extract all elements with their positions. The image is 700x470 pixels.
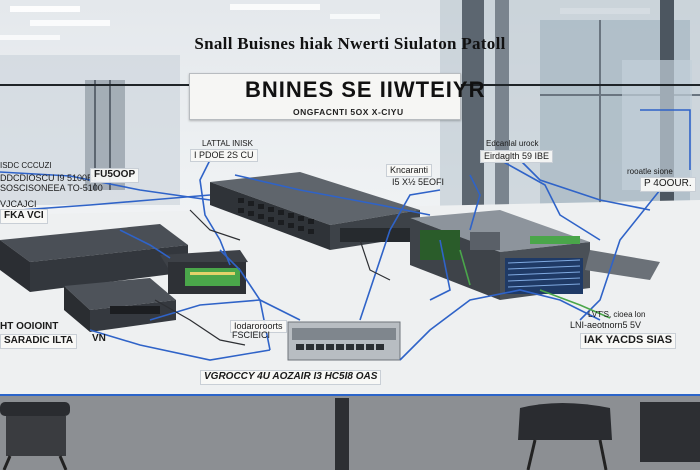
label-left-2: DDCDIOSCU I9 5100R [0, 173, 94, 183]
label-bottom-right-1: LVT'S, cioea lon [588, 310, 646, 319]
label-bottom-right-3: IAK YACDS SIAS [580, 333, 677, 349]
table-leg [335, 398, 349, 470]
banner-subline: ONGFACNTI 5OX X-CIYU [293, 107, 404, 117]
server-chassis [410, 210, 660, 300]
fiber-cables [459, 249, 611, 319]
firewall-box [64, 278, 176, 332]
core-switch [210, 172, 420, 250]
label-right-1: Edcanlal urock [486, 139, 539, 148]
banner-headline: BNINES SE IIWTEIYR [245, 77, 486, 102]
label-bottom-right-2: LNI-aeotnorn5 5V [570, 320, 642, 330]
label-left-3: SOSCISONEEA TO-5100 [0, 183, 103, 193]
power-cables [154, 209, 391, 346]
chair-right [518, 402, 700, 470]
label-bottom-left-2: SARADIC ILTA [0, 334, 78, 349]
label-far-right-2: P 4OOUR. [640, 177, 696, 192]
label-bottom-mid-1: Iodaroroorts [230, 320, 287, 334]
title-banner: BNINES SE IIWTEIYR ONGFACNTI 5OX X-CIYU [189, 73, 484, 120]
label-mid-top-1: LATTAL INISK [202, 139, 253, 148]
label-center-2: I5 X½ 5EOFI [392, 177, 445, 187]
label-left-tag: FU5OOP [90, 168, 140, 183]
label-bottom-left-vn: VN [92, 333, 106, 344]
label-far-right-1: rooatle sione [627, 167, 673, 176]
label-bottom-strip: VGROCCY 4U AOZAIR I3 HC5I8 OAS [200, 370, 382, 385]
label-center-1: Kncaranti [386, 164, 433, 178]
label-left-4: VJCAJCI [0, 199, 37, 209]
label-right-2: Eirdaglth 59 IBE [480, 150, 554, 164]
chair-left [0, 402, 70, 470]
window-wall-right [440, 0, 700, 230]
label-mid-top-2: I PDOE 2S CU [190, 149, 258, 163]
router-small [160, 250, 248, 294]
label-left-5: FKA VCI [0, 209, 48, 224]
page-title: Snall Buisnes hiak Nwerti Siulaton Patol… [194, 34, 506, 53]
label-bottom-mid-2: FSCIEICI [232, 330, 271, 340]
label-bottom-left-1: HT OOIOINT [0, 321, 59, 332]
rack-switch-left [0, 224, 188, 292]
access-switch [287, 321, 401, 361]
label-left-1: ISDC CCCUZI [0, 161, 52, 170]
